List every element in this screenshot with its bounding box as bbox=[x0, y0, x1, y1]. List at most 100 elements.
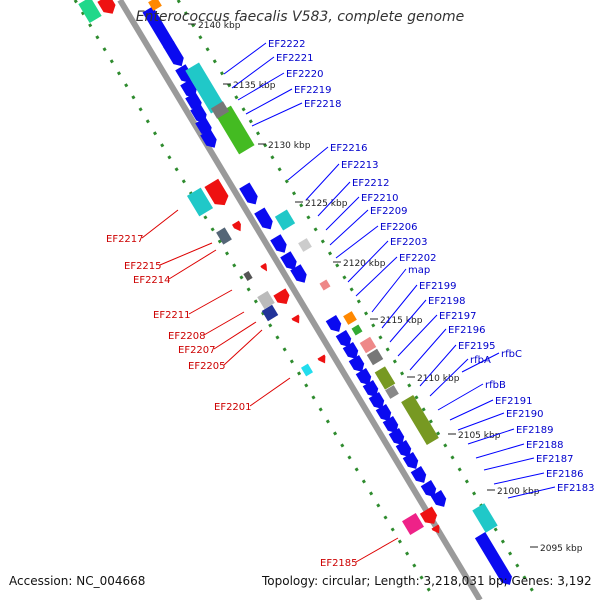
red-gene-feature bbox=[231, 220, 241, 232]
right-label-leader bbox=[449, 399, 494, 421]
right-label-leader bbox=[231, 56, 275, 89]
pink-gene-feature bbox=[359, 336, 377, 354]
kbp-tick-label: 2140 kbp bbox=[198, 21, 241, 31]
gene-label-left: EF2217 bbox=[106, 234, 144, 245]
gene-label-right: EF2221 bbox=[276, 53, 314, 64]
lightgray-gene-feature bbox=[257, 290, 275, 310]
gene-label-left: EF2185 bbox=[320, 558, 358, 569]
kbp-tick-label: 2125 kbp bbox=[305, 199, 348, 209]
right-label-leader bbox=[475, 443, 525, 459]
cyan-gene-feature bbox=[186, 187, 214, 217]
gene-label-right: EF2197 bbox=[439, 311, 477, 322]
right-label-leader bbox=[419, 344, 457, 387]
blue-gene-feature bbox=[335, 330, 352, 347]
gene-label-right: EF2195 bbox=[458, 341, 496, 352]
label-leaders bbox=[141, 42, 556, 563]
gene-label-left: EF2215 bbox=[124, 261, 162, 272]
right-label-leader bbox=[335, 225, 379, 259]
red-gene-feature bbox=[431, 524, 440, 534]
blue-gene-feature bbox=[474, 532, 512, 585]
gene-label-right: EF2191 bbox=[495, 396, 533, 407]
gray-gene-feature bbox=[243, 271, 253, 281]
gene-label-right: EF2210 bbox=[361, 193, 399, 204]
gene-label-right: rfbC bbox=[501, 349, 522, 360]
right-label-leader bbox=[409, 328, 447, 371]
gene-label-right: EF2189 bbox=[516, 425, 554, 436]
blue-gene-feature bbox=[175, 64, 192, 83]
gene-label-right: EF2203 bbox=[390, 237, 428, 248]
kbp-tick-label: 2120 kbp bbox=[343, 259, 386, 269]
blue-gene-feature bbox=[200, 129, 217, 148]
gene-label-right: rfbA bbox=[470, 355, 491, 366]
blue-gene-feature bbox=[142, 6, 175, 51]
right-label-leader bbox=[389, 299, 427, 343]
kbp-tick-label: 2135 kbp bbox=[233, 81, 276, 91]
cyan-gene-feature bbox=[300, 363, 314, 377]
blue-gene-feature bbox=[362, 380, 379, 397]
right-label-leader bbox=[223, 42, 267, 75]
red-gene-feature bbox=[204, 178, 229, 206]
left-label-leader bbox=[188, 289, 233, 315]
blue-gene-feature bbox=[382, 416, 399, 433]
gene-label-right: EF2209 bbox=[370, 206, 408, 217]
gene-label-right: EF2199 bbox=[419, 281, 457, 292]
gene-label-left: EF2201 bbox=[214, 402, 252, 413]
right-label-leader bbox=[287, 146, 329, 181]
right-label-leader bbox=[237, 72, 285, 101]
cyan-gene-feature bbox=[472, 503, 498, 533]
gene-label-right: EF2183 bbox=[557, 483, 595, 494]
gene-label-right: EF2206 bbox=[380, 222, 418, 233]
right-label-leader bbox=[251, 102, 303, 127]
gene-label-right: EF2196 bbox=[448, 325, 486, 336]
teal-gene-feature bbox=[78, 0, 102, 24]
gene-label-left: EF2214 bbox=[133, 275, 171, 286]
gene-label-right: EF2216 bbox=[330, 143, 368, 154]
gene-label-right: EF2187 bbox=[536, 454, 574, 465]
kbp-tick-label: 2110 kbp bbox=[417, 374, 460, 384]
gene-label-right: EF2188 bbox=[526, 440, 564, 451]
blue-gene-feature bbox=[388, 428, 405, 445]
gene-label-left: EF2205 bbox=[188, 361, 226, 372]
gene-label-right: EF2213 bbox=[341, 160, 379, 171]
right-label-leader bbox=[429, 358, 469, 397]
gene-label-left: EF2208 bbox=[168, 331, 206, 342]
pink-gene-feature bbox=[319, 279, 331, 291]
right-label-leader bbox=[381, 284, 418, 329]
blue-gene-feature bbox=[368, 392, 385, 409]
olive-gene-feature bbox=[401, 394, 439, 446]
gene-label-right: EF2222 bbox=[268, 39, 306, 50]
gene-label-right: EF2186 bbox=[546, 469, 584, 480]
right-label-leader bbox=[325, 196, 360, 231]
right-label-leader bbox=[397, 314, 438, 357]
gene-label-right: EF2190 bbox=[506, 409, 544, 420]
left-label-leader bbox=[141, 209, 179, 239]
slate-gene-feature bbox=[216, 227, 232, 245]
backbone-layer bbox=[117, 0, 483, 600]
right-label-leader bbox=[245, 88, 293, 115]
red-gene-feature bbox=[273, 288, 290, 305]
kbp-tick-label: 2100 kbp bbox=[497, 487, 540, 497]
red-gene-feature bbox=[419, 506, 438, 524]
map-title: Enterococcus faecalis V583, complete gen… bbox=[135, 9, 465, 25]
gene-label-left: EF2207 bbox=[178, 345, 216, 356]
gray-gene-feature bbox=[385, 385, 399, 399]
gene-label-right: map bbox=[408, 265, 430, 276]
gene-label-right: rfbB bbox=[485, 380, 506, 391]
cyan-gene-feature bbox=[185, 62, 225, 114]
right-label-leader bbox=[347, 240, 389, 283]
genome-backbone bbox=[117, 0, 483, 600]
kbp-tick-label: 2115 kbp bbox=[380, 316, 423, 326]
gene-label-right: EF2219 bbox=[294, 85, 332, 96]
left-label-leader bbox=[159, 242, 213, 266]
gray-gene-feature bbox=[366, 348, 384, 366]
right-label-leader bbox=[437, 383, 484, 411]
gene-label-right: EF2220 bbox=[286, 69, 324, 80]
blue-gene-feature bbox=[420, 480, 437, 497]
lightgray-gene-feature bbox=[298, 238, 312, 252]
right-label-leader bbox=[461, 352, 500, 373]
orange-gene-feature bbox=[148, 0, 162, 11]
blue-gene-feature bbox=[163, 40, 184, 67]
left-label-leader bbox=[213, 321, 257, 350]
left-label-leader bbox=[355, 537, 399, 563]
